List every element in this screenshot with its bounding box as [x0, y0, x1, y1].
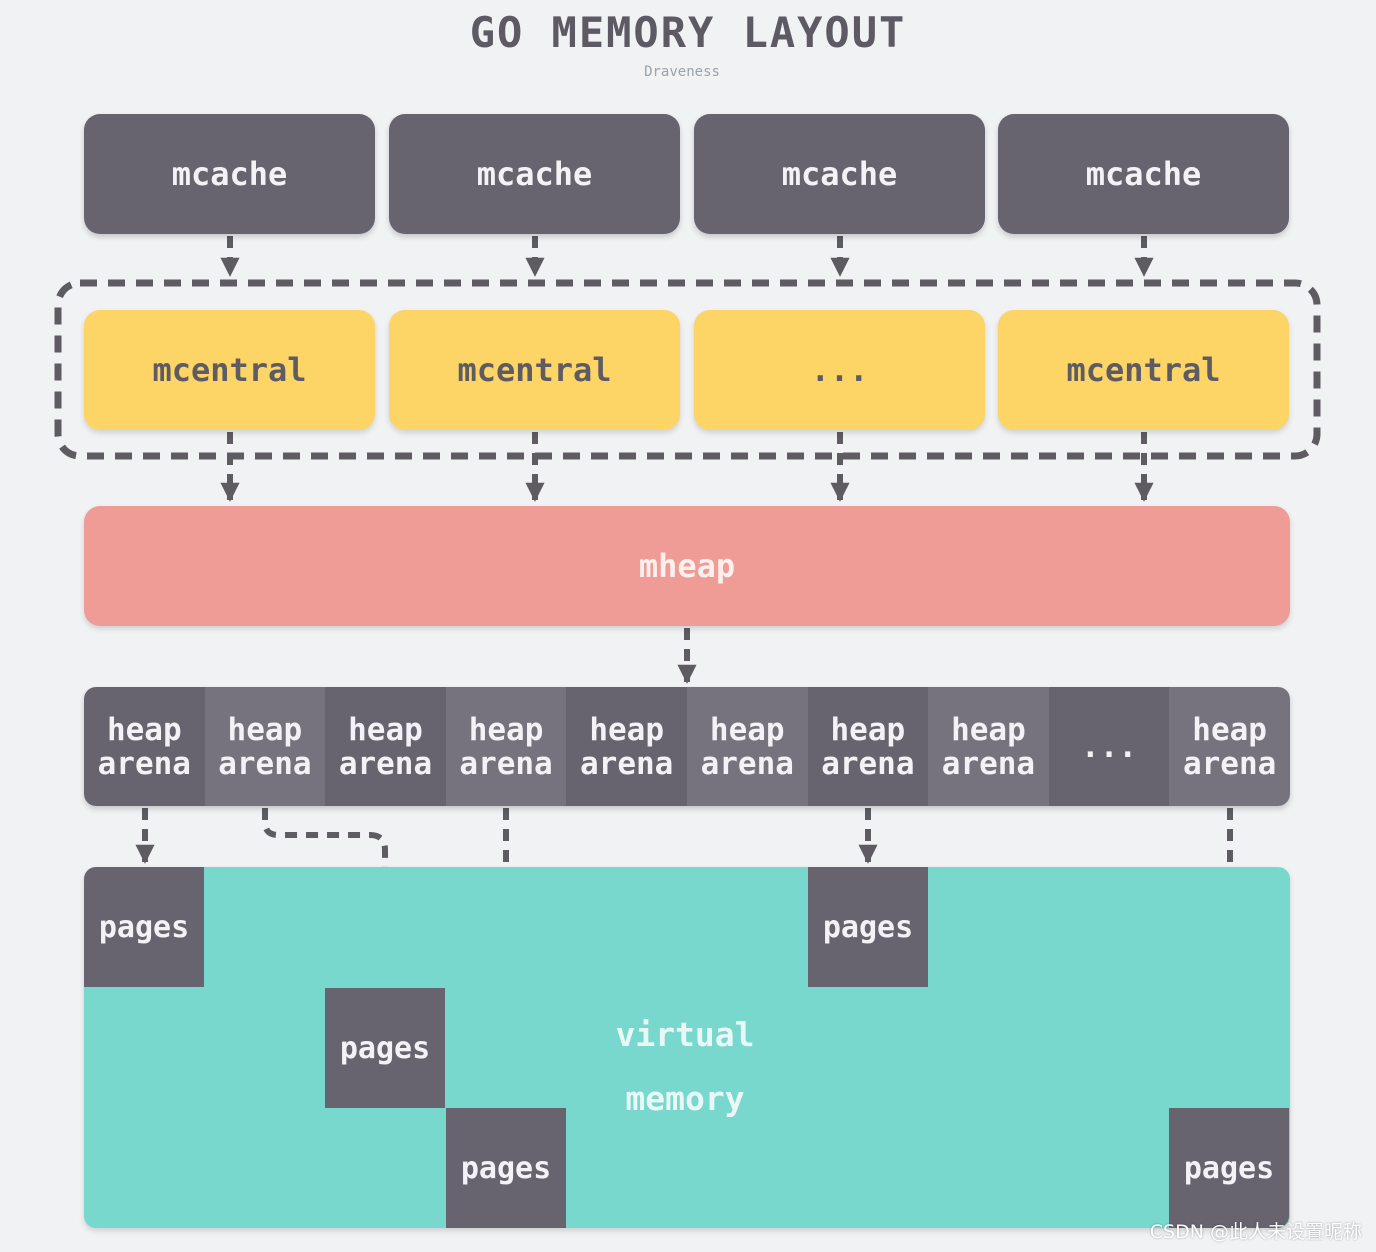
heap-arena-6: heap arena [686, 687, 808, 806]
heap-arena-10: heap arena [1169, 687, 1290, 806]
mcache-box-4: mcache [998, 114, 1289, 234]
heap-arena-8: heap arena [928, 687, 1049, 806]
virtual-memory-label: virtual memory [615, 1015, 755, 1118]
heap-arena-1: heap arena [84, 687, 205, 806]
mcache-box-3: mcache [694, 114, 985, 234]
mheap-box: mheap [84, 506, 1290, 626]
mcentral-ellipsis-box: ... [694, 310, 985, 430]
pages-block-5: pages [1169, 1108, 1289, 1228]
pages-block-1: pages [84, 867, 204, 987]
page-title: GO MEMORY LAYOUT [469, 8, 907, 57]
mcentral-box-1: mcentral [84, 310, 375, 430]
pages-block-4: pages [808, 867, 928, 987]
pages-block-2: pages [325, 988, 445, 1108]
heap-arena-3: heap arena [325, 687, 446, 806]
mcache-box-2: mcache [389, 114, 680, 234]
heap-arena-5: heap arena [566, 687, 687, 806]
heap-arena-2: heap arena [204, 687, 326, 806]
page-subtitle: Draveness [644, 64, 720, 80]
mcentral-box-2: mcentral [389, 310, 680, 430]
mcentral-box-4: mcentral [998, 310, 1289, 430]
mcache-box-1: mcache [84, 114, 375, 234]
watermark: CSDN @此人未设置昵称 [1149, 1221, 1362, 1243]
virtual-memory-region [84, 867, 1290, 1228]
heap-arena-7: heap arena [807, 687, 929, 806]
heap-arena-4: heap arena [445, 687, 567, 806]
heap-arena-row: heap arena heap arena heap arena heap ar… [84, 687, 1290, 806]
heap-arena-ellipsis: ... [1048, 687, 1170, 806]
pages-block-3: pages [446, 1108, 566, 1228]
